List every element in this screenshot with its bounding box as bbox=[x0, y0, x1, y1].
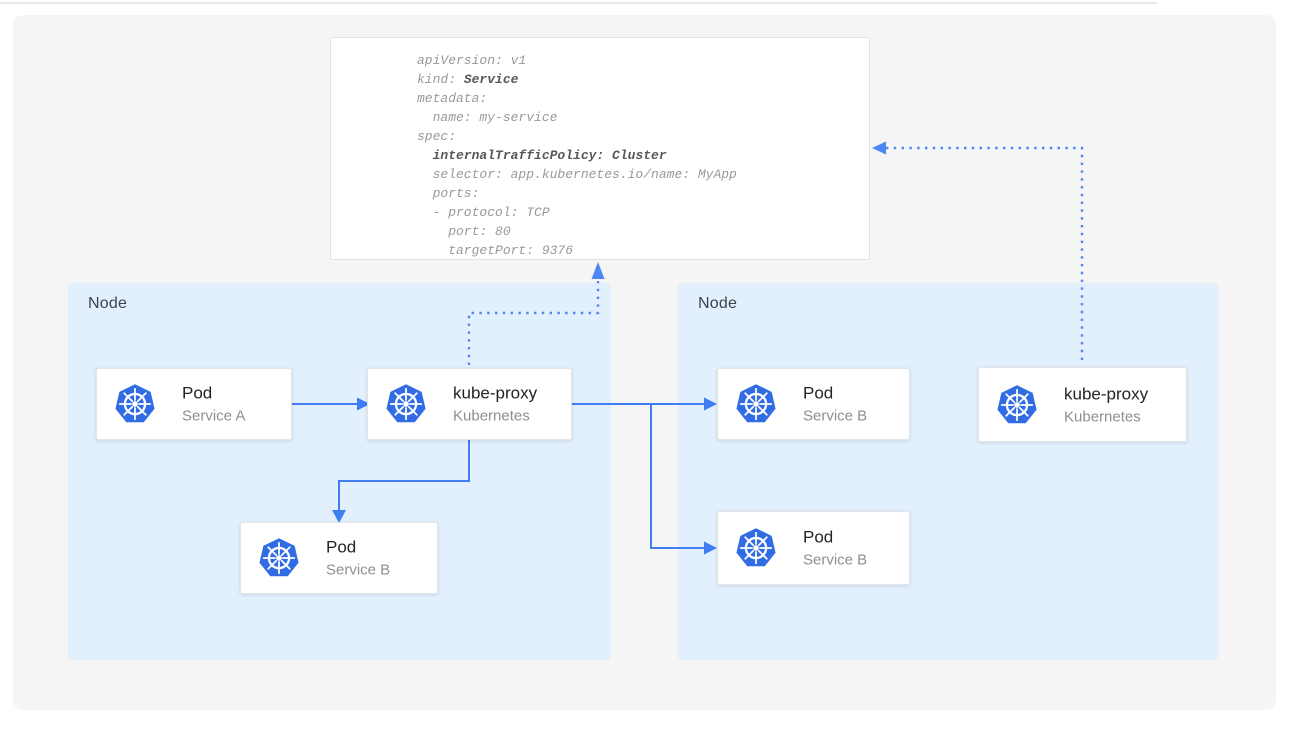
card-subtitle: Service B bbox=[803, 551, 868, 569]
card-title: kube-proxy bbox=[1064, 384, 1149, 403]
kubernetes-helm-icon bbox=[114, 383, 156, 424]
card-subtitle: Kubernetes bbox=[453, 407, 530, 425]
node-label: Node bbox=[88, 295, 128, 312]
node-box-left: Node bbox=[68, 283, 611, 660]
card-title: Pod bbox=[182, 383, 213, 403]
kubernetes-helm-icon bbox=[735, 383, 777, 424]
card-title: kube-proxy bbox=[453, 383, 538, 403]
kubernetes-helm-icon bbox=[258, 537, 300, 578]
kubernetes-helm-icon bbox=[996, 383, 1038, 424]
card-pod-service-b-right-bottom: Pod Service B bbox=[717, 511, 910, 585]
card-pod-service-b-right-top: Pod Service B bbox=[717, 368, 910, 440]
card-pod-service-b-left: Pod Service B bbox=[240, 522, 438, 594]
card-subtitle: Service B bbox=[803, 407, 868, 425]
card-kube-proxy-left: kube-proxy Kubernetes bbox=[367, 368, 572, 440]
node-label: Node bbox=[698, 295, 738, 312]
card-kube-proxy-right: kube-proxy Kubernetes bbox=[978, 367, 1187, 442]
kubernetes-helm-icon bbox=[385, 383, 427, 424]
top-divider bbox=[0, 2, 1157, 4]
node-box-right: Node bbox=[678, 283, 1218, 660]
card-subtitle: Service B bbox=[326, 561, 391, 579]
card-title: Pod bbox=[803, 383, 834, 403]
kubernetes-helm-icon bbox=[735, 527, 777, 568]
card-pod-service-a: Pod Service A bbox=[96, 368, 292, 440]
card-title: Pod bbox=[326, 537, 357, 557]
card-subtitle: Service A bbox=[182, 407, 246, 425]
card-subtitle: Kubernetes bbox=[1064, 408, 1141, 425]
card-title: Pod bbox=[803, 527, 834, 547]
